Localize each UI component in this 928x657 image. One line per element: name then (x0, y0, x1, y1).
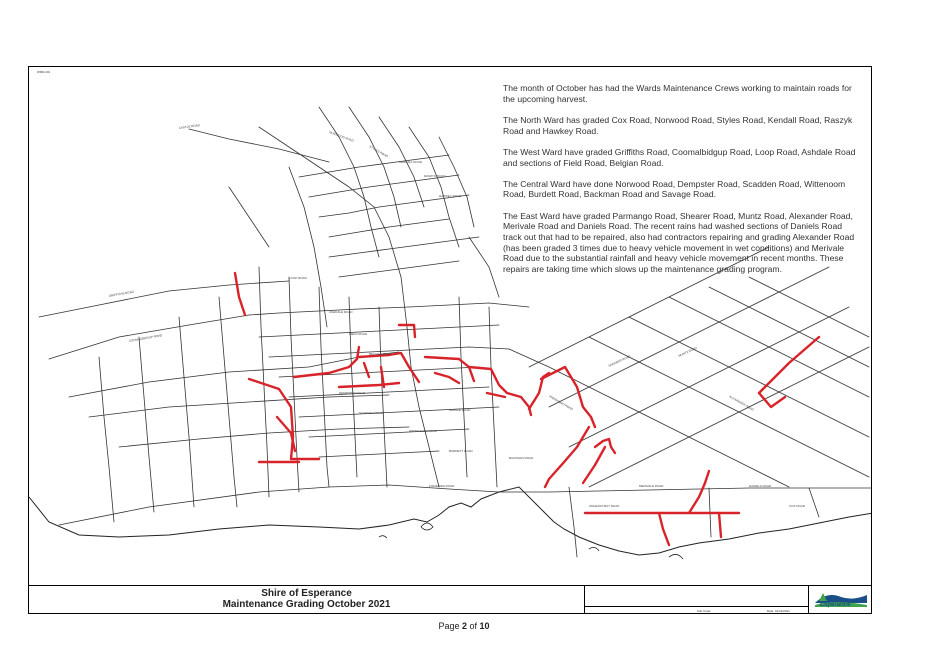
road-label: PARMANGO ROAD (549, 394, 575, 411)
page-total: 10 (479, 621, 490, 631)
notes-paragraph: The Central Ward have done Norwood Road,… (503, 178, 846, 200)
graded-road (433, 371, 461, 385)
road-label: ALEXANDER ROAD (729, 394, 756, 412)
road-label: COOMALBIDGUP ROAD (128, 333, 163, 343)
graded-road (292, 345, 361, 379)
road-label: HAWKEY ROAD (439, 194, 462, 198)
map-title: Shire of Esperance (261, 588, 352, 599)
graded-road (527, 371, 551, 411)
page-label: Page (438, 621, 460, 631)
grading-notes: The month of October has had the Wards M… (503, 83, 863, 285)
graded-road (757, 391, 787, 409)
graded-road (423, 355, 476, 383)
graded-road (379, 365, 386, 389)
road-label: MUNTZ ROAD (678, 345, 699, 357)
graded-road (233, 271, 247, 317)
graded-road (397, 323, 417, 339)
sub-code-label: Sub Code: (697, 609, 712, 613)
graded-road (687, 481, 707, 515)
road-label: GRIFFITHS ROAD (108, 290, 134, 298)
coastline-islands (378, 522, 684, 560)
road-label: SCADDEN ROAD (359, 411, 384, 415)
logo-text: Esperance (820, 602, 851, 608)
road-label: BELGIAN ROAD (369, 352, 392, 356)
road-label: FISHERIES ROAD (429, 484, 455, 488)
graded-road (362, 361, 371, 379)
title-block: Shire of Esperance Maintenance Grading O… (29, 585, 871, 613)
graded-road (757, 335, 821, 395)
notes-paragraph: The East Ward have graded Parmango Road,… (503, 210, 855, 275)
graded-road (657, 511, 671, 547)
road-label: DANIELS ROAD (749, 484, 772, 488)
title-block-divider (584, 586, 585, 613)
title-block-divider (808, 586, 809, 613)
shire-logo-icon (813, 589, 869, 613)
notes-paragraph: The West Ward have graded Griffiths Road… (503, 146, 856, 168)
title-block-divider (584, 606, 808, 607)
road-network (38, 106, 871, 558)
graded-roads (233, 271, 821, 547)
page-current: 2 (461, 621, 467, 631)
road-label: SHEARER ROAD (608, 354, 632, 368)
road-label: BACKMAN ROAD (509, 456, 534, 460)
page-footer: Page 2 of 10 (0, 621, 928, 631)
graded-road (337, 381, 401, 389)
graded-road (539, 365, 597, 429)
graded-road (357, 351, 421, 384)
road-label: NORWOOD ROAD (329, 130, 355, 143)
road-label: ASHDALE ROAD (329, 310, 353, 314)
page-of: of (469, 621, 478, 631)
road-label: LOOP ROAD (289, 276, 308, 280)
road-label: SAVAGE ROAD (449, 408, 471, 412)
road-label: ORLEANS BAY ROAD (589, 504, 620, 508)
road-label: RASZYK ROAD (424, 174, 446, 178)
graded-road (703, 469, 711, 485)
notes-paragraph: The North Ward has graded Cox Road, Norw… (503, 114, 853, 136)
road-label: KENDALL ROAD (399, 160, 423, 164)
road-label: DEMPSTER ROAD (339, 391, 366, 395)
road-label: MERIVALE ROAD (639, 484, 664, 488)
road-label: FIELD ROAD (349, 332, 368, 336)
map-reference-code: WRD-001 (37, 70, 51, 74)
graded-road (717, 511, 723, 539)
coastline (29, 486, 871, 556)
notes-paragraph: The month of October has had the Wards M… (503, 83, 852, 104)
road-label: COX ROAD (789, 504, 806, 508)
graded-road (581, 445, 607, 485)
graded-road (275, 415, 297, 453)
map-subtitle: Maintenance Grading October 2021 (222, 599, 391, 610)
graded-road (593, 437, 617, 455)
graded-road (543, 425, 591, 489)
graded-road (247, 377, 321, 461)
road-label: BURDETT ROAD (449, 449, 473, 453)
graded-road (485, 391, 507, 399)
date-label: Date: 01/11/2021 (767, 609, 790, 613)
road-label: CASTLE ROAD (179, 123, 201, 130)
road-label: WITTENOOM ROAD (409, 429, 438, 433)
